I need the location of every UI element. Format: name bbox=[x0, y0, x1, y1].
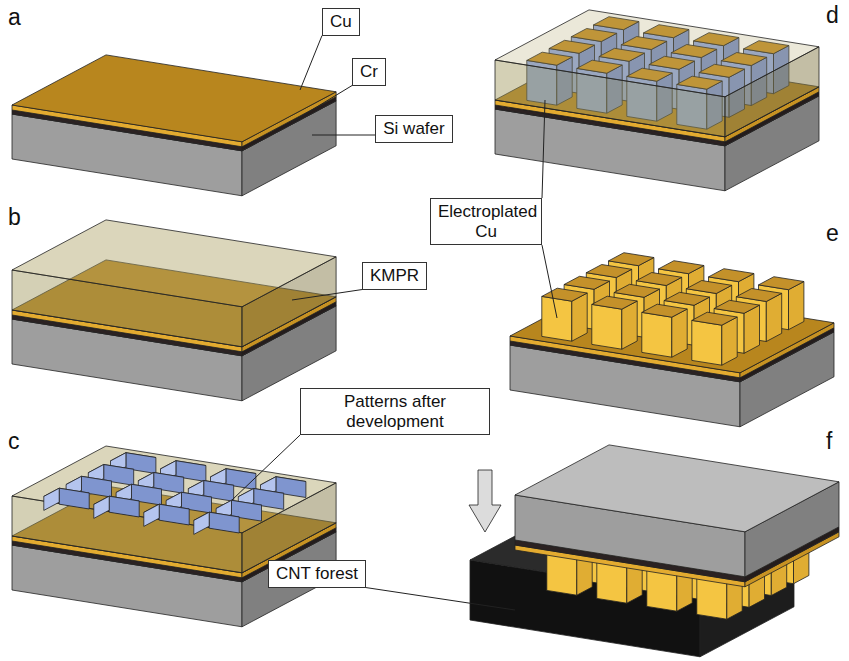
cu-pillar bbox=[759, 277, 804, 290]
leader-line bbox=[366, 588, 515, 610]
cu-pillar bbox=[636, 273, 681, 286]
panel-letter: d bbox=[826, 4, 839, 27]
callout-text: Si wafer bbox=[383, 119, 445, 139]
cu-pillar bbox=[642, 312, 672, 357]
cu-pillar bbox=[592, 304, 622, 349]
leader-line bbox=[292, 86, 352, 122]
leader-lines bbox=[232, 36, 557, 610]
cu-pillar bbox=[564, 276, 609, 289]
callout-box: Cu bbox=[322, 8, 360, 36]
pattern-wall bbox=[94, 496, 109, 518]
cu-pillar bbox=[614, 284, 659, 297]
cu-pillar bbox=[642, 304, 687, 317]
cu-layer bbox=[12, 55, 336, 142]
panel-a bbox=[12, 55, 336, 196]
pattern-wall bbox=[109, 496, 139, 517]
cu-pillar bbox=[709, 269, 754, 282]
panel-d bbox=[495, 10, 819, 191]
cu-layer bbox=[510, 286, 834, 373]
leader-line bbox=[312, 135, 375, 136]
press-arrow bbox=[469, 470, 501, 532]
cu-pillar bbox=[592, 296, 637, 309]
panel-f bbox=[469, 445, 839, 657]
si-wafer bbox=[515, 445, 839, 532]
callout-text: CNT forest bbox=[276, 564, 358, 584]
cu-pillar bbox=[692, 320, 722, 365]
pattern-wall bbox=[44, 488, 59, 510]
panel-c bbox=[12, 446, 336, 627]
callout-box: Patterns after development bbox=[300, 388, 490, 435]
cu-pillar bbox=[586, 265, 631, 278]
pattern-wall bbox=[194, 512, 209, 534]
leader-line bbox=[300, 36, 322, 90]
cu-pillar bbox=[542, 288, 587, 301]
leader-line bbox=[292, 290, 362, 300]
cu-pillar bbox=[686, 281, 731, 294]
kmpr-layer bbox=[12, 446, 336, 533]
callout-text: Patterns after development bbox=[308, 392, 482, 431]
callout-box: CNT forest bbox=[268, 560, 366, 588]
cu-pillar bbox=[664, 292, 709, 305]
leader-line bbox=[232, 435, 300, 500]
callout-text: KMPR bbox=[370, 266, 419, 286]
panel-letter: a bbox=[8, 6, 21, 29]
cu-pillar bbox=[692, 312, 737, 325]
cu-pillar bbox=[736, 289, 781, 302]
kmpr-layer bbox=[12, 220, 336, 307]
cu-pillar bbox=[714, 300, 759, 313]
panel-e bbox=[510, 253, 834, 427]
callout-text: Cr bbox=[360, 62, 378, 82]
panel-letter: f bbox=[826, 430, 832, 453]
panel-letter: e bbox=[826, 222, 839, 245]
leader-line bbox=[542, 245, 557, 318]
pattern-wall bbox=[59, 488, 89, 509]
callout-box: Si wafer bbox=[375, 115, 453, 143]
pattern-wall bbox=[209, 512, 239, 533]
cu-pillar bbox=[609, 253, 654, 266]
cu-pillar bbox=[542, 296, 572, 341]
panel-letter: b bbox=[8, 206, 21, 229]
leader-line bbox=[542, 100, 545, 198]
pattern-wall bbox=[159, 504, 189, 525]
callout-box: Electroplated Cu bbox=[430, 198, 542, 245]
callout-text: Cu bbox=[330, 12, 352, 32]
callout-box: Cr bbox=[352, 58, 386, 86]
panel-letter: c bbox=[8, 430, 20, 453]
pattern-wall bbox=[144, 504, 159, 526]
kmpr-top bbox=[495, 10, 819, 97]
panel-b bbox=[12, 220, 336, 401]
callout-text: Electroplated Cu bbox=[438, 202, 534, 241]
callout-box: KMPR bbox=[362, 262, 427, 290]
cu-pillar bbox=[659, 261, 704, 274]
